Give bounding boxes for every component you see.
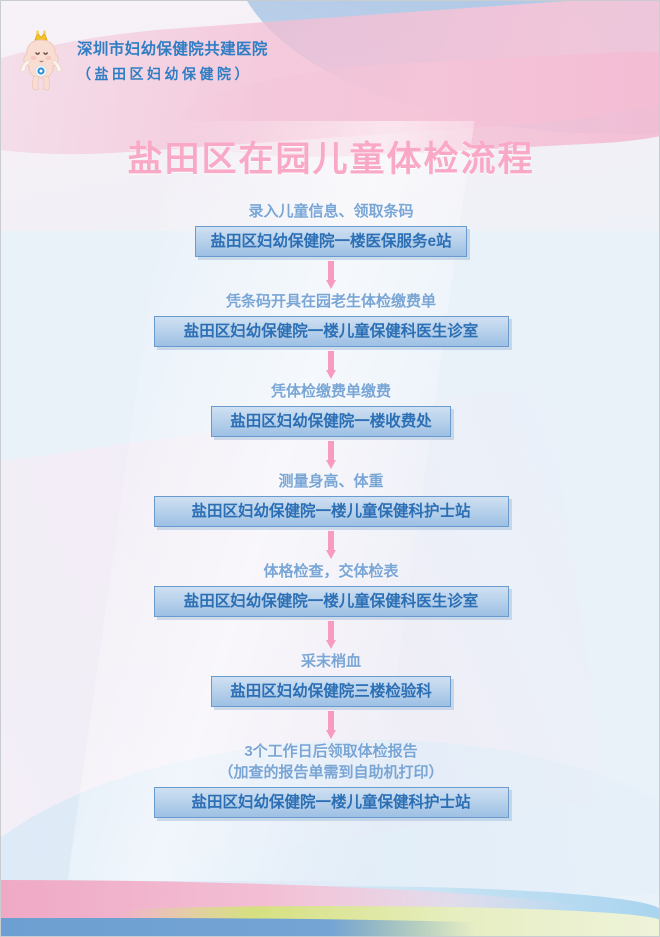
flow-step: 录入儿童信息、领取条码盐田区妇幼保健院一楼医保服务e站 <box>1 201 659 257</box>
flow-step-label: 凭条码开具在园老生体检缴费单 <box>225 293 436 310</box>
arrow-head <box>326 550 336 559</box>
arrow-head <box>326 370 336 379</box>
flow-step-label: 录入儿童信息、领取条码 <box>248 203 414 220</box>
arrow-shaft <box>328 261 334 281</box>
crowned-baby-mascot-icon <box>20 30 62 91</box>
flow-step-location-box: 盐田区妇幼保健院一楼儿童保健科护士站 <box>153 496 509 527</box>
flow-step-label: 3个工作日后领取体检报告 <box>244 743 418 760</box>
hospital-header: 深圳市妇幼保健院共建医院 （盐田区妇幼保健院） <box>17 27 268 93</box>
flow-step: 3个工作日后领取体检报告 （加查的报告单需到自助机打印） 盐田区妇幼保健院一楼儿童保… <box>1 741 659 818</box>
arrow-shaft <box>328 531 334 551</box>
footer-wave-yellow <box>1 906 659 936</box>
flow-step: 凭体检缴费单缴费盐田区妇幼保健院一楼收费处 <box>1 381 659 437</box>
flow-step: 凭条码开具在园老生体检缴费单盐田区妇幼保健院一楼儿童保健科医生诊室 <box>1 291 659 347</box>
flow-step-location-box: 盐田区妇幼保健院三楼检验科 <box>211 676 451 707</box>
arrow-down-icon <box>326 441 336 469</box>
flow-step-label-note: （加查的报告单需到自助机打印） <box>218 764 444 781</box>
arrow-down-icon <box>326 261 336 289</box>
flow-step-location-box: 盐田区妇幼保健院一楼儿童保健科医生诊室 <box>153 586 509 617</box>
arrow-down-icon <box>326 711 336 739</box>
flow-step-location-box: 盐田区妇幼保健院一楼收费处 <box>211 406 451 437</box>
hospital-name-sub: （盐田区妇幼保健院） <box>77 65 252 82</box>
arrow-shaft <box>328 351 334 371</box>
flow-step-location-box: 盐田区妇幼保健院一楼儿童保健科医生诊室 <box>153 316 509 347</box>
flow-step-label: 采末梢血 <box>300 653 361 670</box>
arrow-head <box>326 460 336 469</box>
flow-step: 采末梢血盐田区妇幼保健院三楼检验科 <box>1 651 659 707</box>
arrow-down-icon <box>326 531 336 559</box>
arrow-down-icon <box>326 351 336 379</box>
page-title: 盐田区在园儿童体检流程 <box>127 140 535 179</box>
flow-step-location-box: 盐田区妇幼保健院一楼儿童保健科护士站 <box>153 787 509 818</box>
flow-step-label: 测量身高、体重 <box>278 473 384 490</box>
flowchart: 录入儿童信息、领取条码盐田区妇幼保健院一楼医保服务e站凭条码开具在园老生体检缴费… <box>1 201 659 818</box>
arrow-head <box>326 730 336 739</box>
arrow-shaft <box>328 441 334 461</box>
footer-wave-pink <box>1 880 659 928</box>
hospital-name-group: 深圳市妇幼保健院共建医院 （盐田区妇幼保健院） <box>77 37 268 84</box>
flow-step-label: 凭体检缴费单缴费 <box>270 383 391 400</box>
arrow-head <box>326 640 336 649</box>
arrow-shaft <box>328 621 334 641</box>
flow-step: 体格检查，交体检表盐田区妇幼保健院一楼儿童保健科医生诊室 <box>1 561 659 617</box>
footer-wave-light-blue <box>1 886 659 936</box>
arrow-shaft <box>328 711 334 731</box>
flow-step-label: 体格检查，交体检表 <box>263 563 399 580</box>
flow-step-location-box: 盐田区妇幼保健院一楼医保服务e站 <box>195 226 467 257</box>
hospital-name-main: 深圳市妇幼保健院共建医院 <box>77 40 268 58</box>
arrow-head <box>326 280 336 289</box>
footer-wave-blue <box>1 918 659 936</box>
flow-step: 测量身高、体重盐田区妇幼保健院一楼儿童保健科护士站 <box>1 471 659 527</box>
arrow-down-icon <box>326 621 336 649</box>
